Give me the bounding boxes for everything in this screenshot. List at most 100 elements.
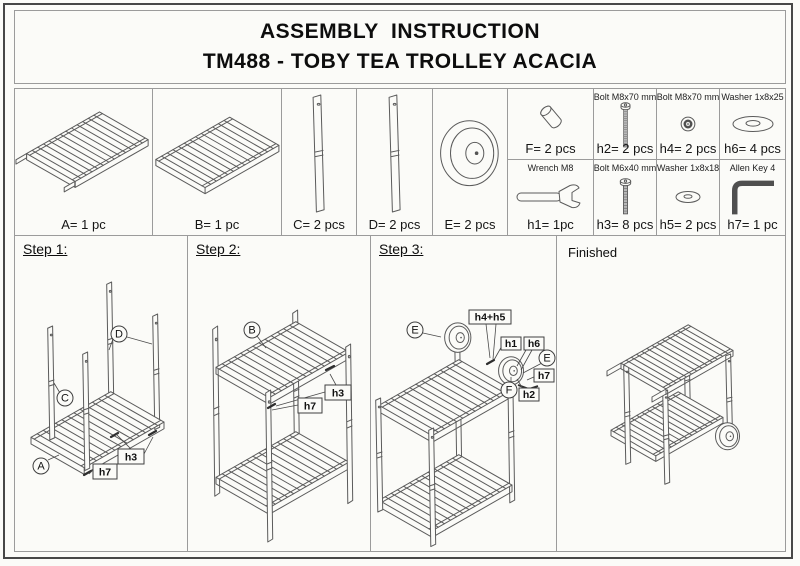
callout-box-h3: [324, 384, 352, 401]
h3-qty: h3= 8 pcs: [596, 217, 654, 232]
h2-name: Bolt M8x70 mm: [593, 92, 657, 102]
callout-h2-label: h2: [523, 389, 535, 401]
post-c-icon: [312, 94, 325, 213]
part-c-qty: C= 2 pcs: [293, 217, 345, 232]
h5-name: Washer 1x8x18: [656, 163, 720, 173]
callout-box-h1: [500, 336, 522, 351]
hardware-cell-h2: Bolt M8x70 mm h2= 2 pcs: [593, 88, 657, 160]
step3-panel: Step 3: h4+h5 E h1 h6 E h7: [370, 235, 557, 552]
h3-image: [594, 173, 656, 235]
part-b-image: [153, 89, 281, 235]
h7-qty: h7= 1 pc: [727, 217, 778, 232]
part-d-image: [357, 89, 432, 235]
callout-h7-label: h7: [304, 401, 316, 413]
part-cell-b: B= 1 pc: [152, 88, 282, 236]
h7-name: Allen Key 4: [729, 163, 776, 173]
callout-c-label: C: [61, 393, 69, 405]
bolt-marks: [485, 358, 496, 366]
callout-h7-label: h7: [99, 467, 111, 479]
h6-image: [720, 102, 785, 159]
h1-name: Wrench M8: [527, 163, 574, 173]
callout-box-h4h5: [468, 309, 512, 325]
callout-box-h7: [533, 368, 555, 383]
part-c-image: [282, 89, 356, 235]
step3-header: Step 3:: [379, 241, 424, 257]
h2-qty: h2= 2 pcs: [596, 141, 654, 156]
washer-h6-icon: [731, 114, 775, 134]
wheel-e-icon: [439, 119, 500, 187]
h3-name: Bolt M6x40 mm: [593, 163, 657, 173]
shelf-b-icon: [155, 116, 280, 195]
bolt-h2-icon: [619, 102, 632, 148]
h5-qty: h5= 2 pcs: [659, 217, 717, 232]
hardware-cell-h7: Allen Key 4 h7= 1 pc: [719, 159, 786, 236]
callout-h6-label: h6: [528, 338, 540, 350]
step1-diagram: D C A h3 h7: [30, 281, 165, 480]
callout-circle-a: [32, 457, 50, 475]
callout-box-h2: [518, 387, 540, 402]
spacer-f-icon: [531, 99, 571, 135]
shelf-a-icon: [15, 111, 149, 205]
step1-header: Step 1:: [23, 241, 68, 257]
h4-qty: h4= 2 pcs: [659, 141, 717, 156]
hardware-cell-h4: Bolt M8x70 mm h4= 2 pcs: [656, 88, 720, 160]
h6-qty: h6= 4 pcs: [724, 141, 781, 156]
post-d-icon: [388, 94, 401, 213]
callout-circle-e2: [538, 349, 556, 367]
callout-h3-label: h3: [332, 388, 344, 400]
callout-h1-label: h1: [505, 338, 517, 350]
bolt-marks: [82, 429, 158, 477]
part-d-qty: D= 2 pcs: [368, 217, 421, 232]
callout-h3-label: h3: [125, 452, 137, 464]
callout-circle-f: [500, 381, 518, 399]
callout-circle-c: [56, 389, 74, 407]
part-f-qty: F= 2 pcs: [525, 141, 576, 156]
hardware-cell-h6: Washer 1x8x25 h6= 4 pcs: [719, 88, 786, 160]
step2-panel: Step 2: B h3 h7: [187, 235, 371, 552]
h5-image: [657, 173, 719, 235]
title-box: ASSEMBLY INSTRUCTION TM488 - TOBY TEA TR…: [14, 10, 786, 84]
callout-circle-d: [110, 325, 128, 343]
callout-e2-label: E: [543, 353, 550, 365]
callout-e1-label: E: [411, 325, 418, 337]
bolt-h3-icon: [618, 177, 633, 215]
callout-box-h7: [92, 463, 118, 480]
callout-box-h3: [117, 448, 145, 465]
step2-header: Step 2:: [196, 241, 241, 257]
part-cell-e: E= 2 pcs: [432, 88, 508, 236]
hardware-cell-h3: Bolt M6x40 mm h3= 8 pcs: [593, 159, 657, 236]
hardware-cell-h1: Wrench M8 h1= 1pc: [507, 159, 594, 236]
part-e-image: [433, 89, 507, 235]
hardware-cell-h5: Washer 1x8x18 h5= 2 pcs: [656, 159, 720, 236]
callout-f-label: F: [506, 385, 513, 397]
wrench-h1-icon: [515, 180, 587, 214]
callout-circle-b: [243, 321, 261, 339]
bolt-marks: [266, 364, 336, 410]
step1-panel: Step 1: D C A h3 h7: [14, 235, 188, 552]
callout-h7-label: h7: [538, 370, 550, 382]
h1-image: [508, 173, 593, 235]
handle-rails: [607, 363, 666, 402]
h1-qty: h1= 1pc: [527, 217, 574, 232]
h4-image: [657, 102, 719, 159]
finished-diagram: [557, 324, 740, 485]
h2-image: [594, 102, 656, 164]
part-b-qty: B= 1 pc: [194, 217, 240, 232]
leader-lines: [422, 323, 543, 390]
leader-lines: [47, 336, 154, 475]
callout-d-label: D: [115, 329, 123, 341]
part-cell-d: D= 2 pcs: [356, 88, 433, 236]
h6-name: Washer 1x8x25: [721, 92, 784, 102]
hardware-cell-f: F= 2 pcs: [507, 88, 594, 160]
h4-name: Bolt M8x70 mm: [656, 92, 720, 102]
part-e-qty: E= 2 pcs: [444, 217, 496, 232]
finished-panel: Finished: [556, 235, 786, 552]
callout-a-label: A: [37, 461, 45, 473]
document-title: ASSEMBLY INSTRUCTION: [259, 20, 541, 43]
callout-h4h5-label: h4+h5: [475, 312, 506, 324]
part-a-image: [15, 89, 152, 235]
allen-key-h7-icon: [731, 180, 774, 215]
product-title: TM488 - TOBY TEA TROLLEY ACACIA: [202, 50, 598, 73]
washer-h5-icon: [674, 189, 702, 205]
